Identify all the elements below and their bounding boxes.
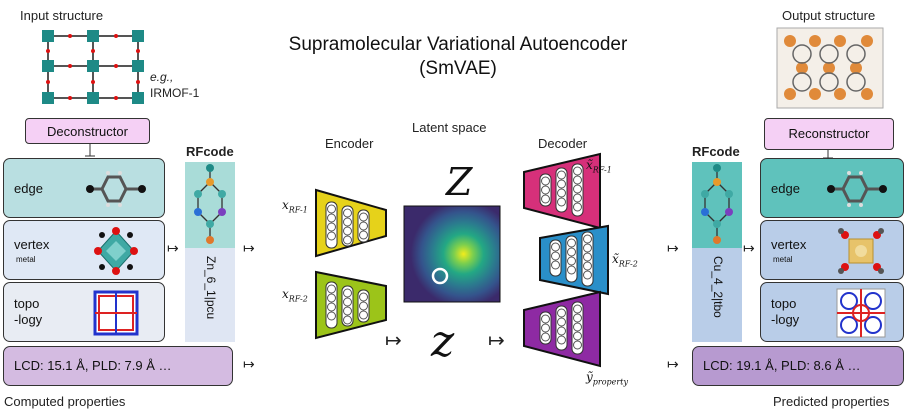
example-prefix: e.g., bbox=[150, 70, 174, 84]
right-vertex-label: vertex bbox=[771, 237, 807, 252]
left-edge-panel: edge bbox=[3, 158, 165, 218]
latent-z-symbol: z bbox=[431, 316, 455, 367]
example-name: IRMOF-1 bbox=[150, 86, 200, 100]
input-structure-heading: Input structure bbox=[20, 8, 104, 23]
input-structure-image bbox=[42, 30, 144, 104]
latent-space-heatmap bbox=[403, 205, 501, 303]
diagram-title-line1: Supramolecular Variational Autoencoder bbox=[288, 34, 628, 55]
left-rfcode-value: Zn_6_1|pcu bbox=[204, 256, 218, 320]
encoder-network-1 bbox=[315, 188, 387, 258]
right-topology-panel: topo -logy bbox=[760, 282, 904, 342]
reconstructor-box: Reconstructor bbox=[764, 118, 894, 150]
right-properties-box: LCD: 19.1 Å, PLD: 8.6 Å … bbox=[692, 346, 904, 386]
left-properties-box: LCD: 15.1 Å, PLD: 7.9 Å … bbox=[3, 346, 233, 386]
edge-molecule-icon bbox=[86, 171, 146, 207]
diagram-title-line2: (SmVAE) bbox=[419, 58, 497, 79]
right-rfcode-value-strip bbox=[692, 248, 742, 342]
left-vertex-sublabel: metal bbox=[16, 255, 36, 264]
output-structure-image bbox=[776, 27, 884, 109]
output-structure-heading: Output structure bbox=[782, 8, 876, 23]
deconstructor-label: Deconstructor bbox=[47, 124, 128, 139]
right-vertex-arrow-icon: ↦ bbox=[743, 240, 755, 256]
right-edge-molecule-icon bbox=[827, 171, 887, 207]
right-properties-caption: Predicted properties bbox=[773, 394, 890, 409]
right-rfcode-graph bbox=[701, 164, 733, 244]
left-topo-label-1: topo bbox=[14, 296, 40, 311]
right-properties-arrow-icon: ↦ bbox=[667, 356, 679, 372]
right-rfcode-value: Cu_4_2|tbo bbox=[711, 256, 725, 318]
encoder-input-2-label: xRF-2 bbox=[282, 287, 308, 304]
right-edge-label: edge bbox=[771, 181, 800, 196]
decoder-output-3-label: ỹproperty bbox=[586, 370, 628, 387]
encoder-input-1-label: xRF-1 bbox=[282, 198, 308, 215]
encoder-label: Encoder bbox=[325, 136, 374, 151]
left-properties-caption: Computed properties bbox=[4, 394, 126, 409]
right-topo-label-2: -logy bbox=[771, 312, 800, 327]
left-vertex-label: vertex bbox=[14, 237, 50, 252]
right-edge-panel: edge bbox=[760, 158, 904, 218]
left-vertex-panel: vertex metal bbox=[3, 220, 165, 280]
latent-Z-symbol: Z bbox=[446, 160, 473, 204]
decoder-network-1 bbox=[523, 152, 601, 230]
right-topo-label-1: topo bbox=[771, 296, 797, 311]
left-properties-text: LCD: 15.1 Å, PLD: 7.9 Å … bbox=[14, 358, 172, 373]
tbo-topology-icon bbox=[836, 288, 886, 338]
decoder-network-2 bbox=[539, 224, 609, 296]
left-properties-arrow-icon: ↦ bbox=[243, 356, 255, 372]
left-rfcode-graph bbox=[194, 164, 226, 244]
decoder-label: Decoder bbox=[538, 136, 588, 151]
decoder-output-1-label: x̃RF-1 bbox=[586, 158, 612, 175]
deconstructor-connector bbox=[85, 144, 95, 157]
decoder-output-2-label: x̃RF-2 bbox=[612, 252, 638, 269]
left-topo-label-2: -logy bbox=[14, 312, 43, 327]
left-rfcode-value-strip bbox=[185, 248, 235, 342]
reconstructor-label: Reconstructor bbox=[788, 126, 870, 141]
left-topology-panel: topo -logy bbox=[3, 282, 165, 342]
right-rfcode-arrow-icon: ↦ bbox=[667, 240, 679, 256]
left-vertex-arrow-icon: ↦ bbox=[167, 240, 179, 256]
right-metal-cluster-icon bbox=[838, 228, 884, 274]
latent-space-label: Latent space bbox=[412, 120, 487, 135]
metal-cluster-icon bbox=[94, 227, 138, 275]
right-vertex-panel: vertex metal bbox=[760, 220, 904, 280]
right-vertex-sublabel: metal bbox=[773, 255, 793, 264]
right-rfcode-title: RFcode bbox=[692, 144, 740, 159]
right-properties-text: LCD: 19.1 Å, PLD: 8.6 Å … bbox=[703, 358, 861, 373]
deconstructor-box: Deconstructor bbox=[25, 118, 150, 144]
decoder-network-3 bbox=[523, 290, 601, 368]
left-rfcode-title: RFcode bbox=[186, 144, 234, 159]
encoder-network-2 bbox=[315, 270, 387, 340]
latent-output-arrow-icon: ↦ bbox=[488, 330, 505, 352]
left-edge-label: edge bbox=[14, 181, 43, 196]
left-rfcode-arrow-icon: ↦ bbox=[243, 240, 255, 256]
pcu-topology-icon bbox=[93, 290, 139, 336]
latent-input-arrow-icon: ↦ bbox=[385, 330, 402, 352]
